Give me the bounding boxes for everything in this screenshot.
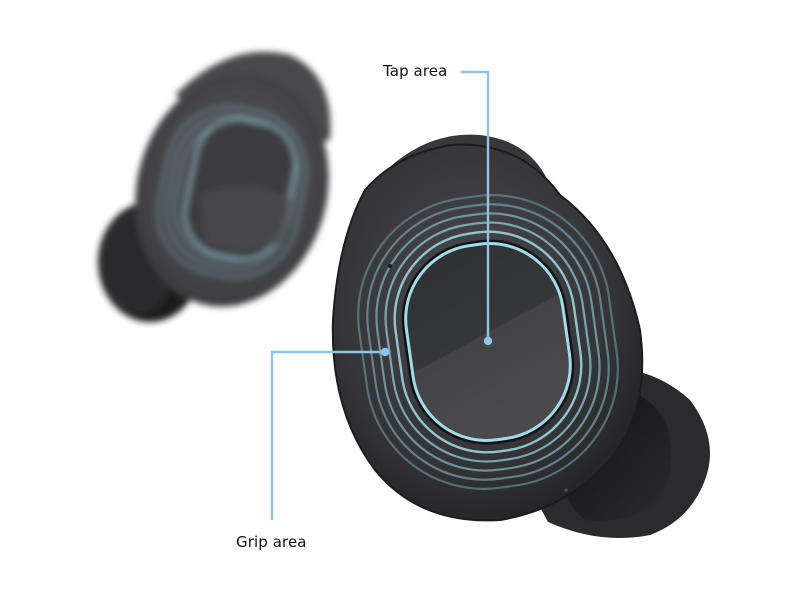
foreground-earbud bbox=[331, 134, 710, 539]
grip-area-leader bbox=[270, 350, 385, 520]
tap-area-leader bbox=[461, 70, 490, 341]
touch-rings bbox=[357, 194, 619, 490]
tap-area-marker-dot bbox=[483, 336, 493, 346]
tap-area-label: Tap area bbox=[383, 62, 448, 80]
grip-area-marker-dot bbox=[380, 347, 390, 357]
grip-area-label: Grip area bbox=[236, 533, 307, 551]
background-earbud bbox=[98, 51, 331, 322]
